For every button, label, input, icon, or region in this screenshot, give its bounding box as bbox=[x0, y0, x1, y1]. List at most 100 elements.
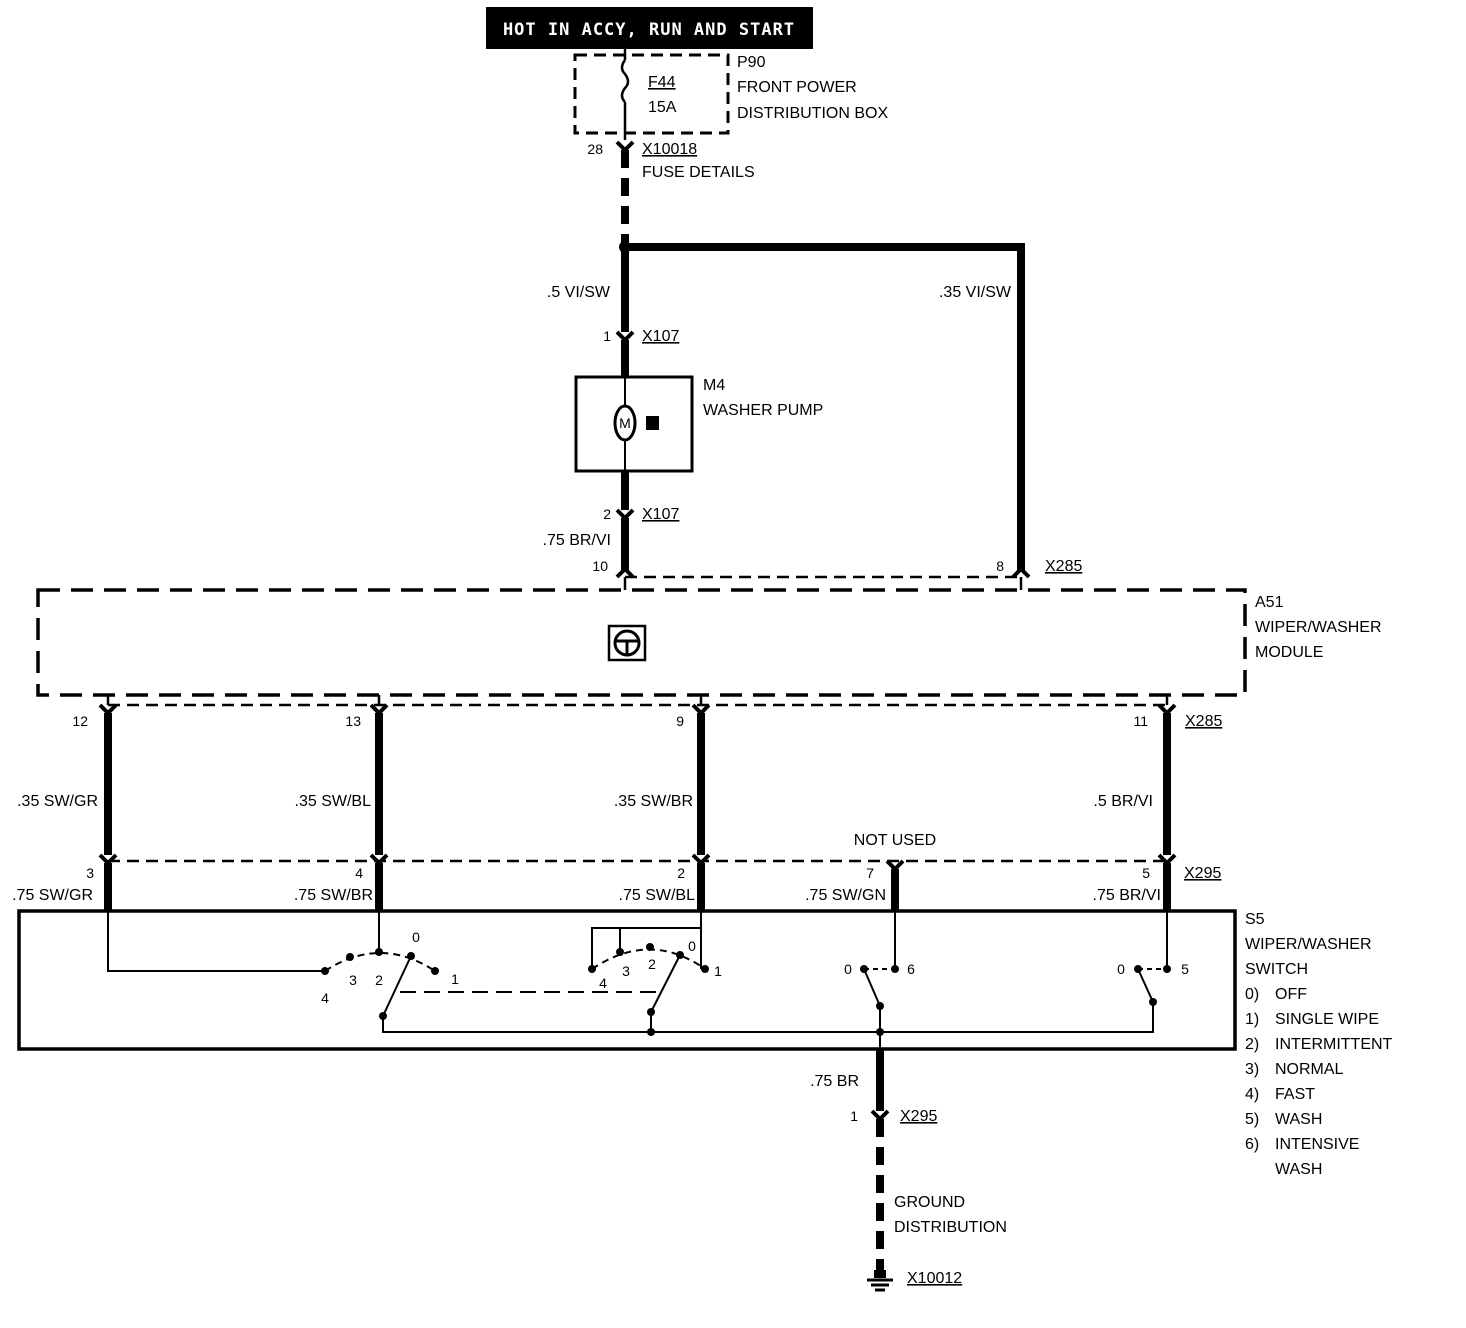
ground-connector-id: X295 bbox=[900, 1108, 937, 1125]
sw2-label-2: 2 bbox=[648, 956, 656, 972]
fuse-box-name-2: DISTRIBUTION BOX bbox=[737, 105, 888, 122]
ground-point-id: X10012 bbox=[907, 1270, 962, 1287]
fuse-box-outline bbox=[573, 53, 730, 135]
not-used-label: NOT USED bbox=[854, 832, 936, 849]
fuse-connector-details: FUSE DETAILS bbox=[642, 164, 755, 181]
switch-position-legend: 0) OFF 1) SINGLE WIPE 2) INTERMITTENT 3) NOR… bbox=[1245, 986, 1393, 1178]
module-steering-icon-frame bbox=[607, 624, 647, 662]
legend-num: 1) bbox=[1245, 1011, 1259, 1028]
x285-pin8-symbol bbox=[1011, 566, 1031, 579]
wiper-washer-module-box bbox=[36, 588, 1247, 697]
switch-code: S5 bbox=[1245, 911, 1265, 928]
steering-wheel-spokes bbox=[616, 639, 638, 655]
sw3-label-0: 0 bbox=[844, 961, 852, 977]
switch-name-1: WIPER/WASHER bbox=[1245, 936, 1372, 953]
sw1-label-2: 2 bbox=[375, 972, 383, 988]
legend-num: 6) bbox=[1245, 1136, 1259, 1153]
switch-pin-4: 4 bbox=[355, 865, 363, 881]
legend-num: 0) bbox=[1245, 986, 1259, 1003]
motor-letter: M bbox=[619, 415, 631, 431]
wire-035-visw bbox=[625, 243, 1025, 572]
legend-text: WASH bbox=[1275, 1111, 1322, 1128]
legend-num: 4) bbox=[1245, 1086, 1259, 1103]
x285-top-id: X285 bbox=[1045, 558, 1082, 575]
sw2-label-3: 3 bbox=[622, 963, 630, 979]
sw2-label-1: 1 bbox=[714, 963, 722, 979]
legend-num: 2) bbox=[1245, 1036, 1259, 1053]
module-name-2: MODULE bbox=[1255, 644, 1323, 661]
fuse-connector-id: X10018 bbox=[642, 141, 697, 158]
washer-pump-box bbox=[574, 375, 694, 473]
label-035-swbl: .35 SW/BL bbox=[295, 793, 372, 810]
pump-code: M4 bbox=[703, 377, 725, 394]
legend-text: WASH bbox=[1275, 1161, 1322, 1178]
label-05-visw: .5 VI/SW bbox=[547, 284, 611, 301]
label-075-brvi-top: .75 BR/VI bbox=[543, 532, 611, 549]
sw2-label-0: 0 bbox=[688, 938, 696, 954]
legend-text: NORMAL bbox=[1275, 1061, 1344, 1078]
switch-pin-7: 7 bbox=[866, 865, 874, 881]
legend-text: INTENSIVE bbox=[1275, 1136, 1359, 1153]
power-header-box bbox=[486, 7, 813, 49]
fuse-rating: 15A bbox=[648, 99, 677, 116]
label-05-brvi: .5 BR/VI bbox=[1093, 793, 1153, 810]
legend-text: OFF bbox=[1275, 986, 1307, 1003]
legend-text: INTERMITTENT bbox=[1275, 1036, 1393, 1053]
power-header-text: HOT IN ACCY, RUN AND START bbox=[503, 20, 795, 40]
switch-pin-5: 5 bbox=[1142, 865, 1150, 881]
ground-name-2: DISTRIBUTION bbox=[894, 1219, 1007, 1236]
switch-common-bus bbox=[382, 1002, 1154, 1049]
switch-name-2: SWITCH bbox=[1245, 961, 1308, 978]
label-075-swbl: .75 SW/BL bbox=[619, 887, 696, 904]
sw3-label-6: 6 bbox=[907, 961, 915, 977]
x285-pin10-symbol bbox=[615, 566, 635, 579]
fuse-box-code: P90 bbox=[737, 54, 766, 71]
sw1-label-1: 1 bbox=[451, 971, 459, 987]
wiper-switch-2 bbox=[588, 911, 709, 1016]
legend-text: FAST bbox=[1275, 1086, 1315, 1103]
legend-num: 3) bbox=[1245, 1061, 1259, 1078]
sw1-label-4: 4 bbox=[321, 990, 329, 1006]
sw1-label-3: 3 bbox=[349, 972, 357, 988]
wiper-switch-1 bbox=[107, 911, 656, 1020]
label-035-swgr: .35 SW/GR bbox=[17, 793, 98, 810]
module-pin-10: 10 bbox=[592, 558, 608, 574]
legend-text: SINGLE WIPE bbox=[1275, 1011, 1379, 1028]
fuse-element bbox=[620, 59, 630, 140]
x285-bottom-id: X285 bbox=[1185, 713, 1222, 730]
fuse-name: F44 bbox=[648, 74, 676, 91]
pump-connector-top bbox=[615, 330, 635, 343]
module-name-1: WIPER/WASHER bbox=[1255, 619, 1382, 636]
label-075-br: .75 BR bbox=[810, 1073, 859, 1090]
sw4-label-5: 5 bbox=[1181, 961, 1189, 977]
sw2-label-4: 4 bbox=[599, 975, 607, 991]
module-pin-11: 11 bbox=[1133, 713, 1148, 729]
pump-connector-bottom-id: X107 bbox=[642, 506, 679, 523]
pump-connector-top-id: X107 bbox=[642, 328, 679, 345]
pump-connector-bottom bbox=[615, 508, 635, 521]
label-075-swbr: .75 SW/BR bbox=[294, 887, 373, 904]
pump-name: WASHER PUMP bbox=[703, 402, 823, 419]
switch-pin-3: 3 bbox=[86, 865, 94, 881]
pump-pin-top: 1 bbox=[603, 328, 611, 344]
fuse-connector-symbol bbox=[615, 140, 635, 153]
label-075-swgn: .75 SW/GN bbox=[805, 887, 886, 904]
wash-switch bbox=[1134, 911, 1171, 1006]
x295-id: X295 bbox=[1184, 865, 1221, 882]
wiper-washer-switch-box bbox=[17, 909, 1237, 1051]
module-pin-12: 12 bbox=[72, 713, 88, 729]
fuse-connector-pin: 28 bbox=[587, 141, 603, 157]
module-pin-9: 9 bbox=[676, 713, 684, 729]
sw4-label-0: 0 bbox=[1117, 961, 1125, 977]
label-035-swbr: .35 SW/BR bbox=[614, 793, 693, 810]
pump-pin-bottom: 2 bbox=[603, 506, 611, 522]
fuse-box-name-1: FRONT POWER bbox=[737, 79, 857, 96]
sw1-label-0: 0 bbox=[412, 929, 420, 945]
ground-connector-symbol bbox=[870, 1109, 890, 1122]
module-code: A51 bbox=[1255, 594, 1284, 611]
motor-reference-icon bbox=[646, 416, 659, 430]
ground-name-1: GROUND bbox=[894, 1194, 965, 1211]
label-035-visw: .35 VI/SW bbox=[939, 284, 1012, 301]
ground-icon bbox=[867, 1270, 893, 1292]
